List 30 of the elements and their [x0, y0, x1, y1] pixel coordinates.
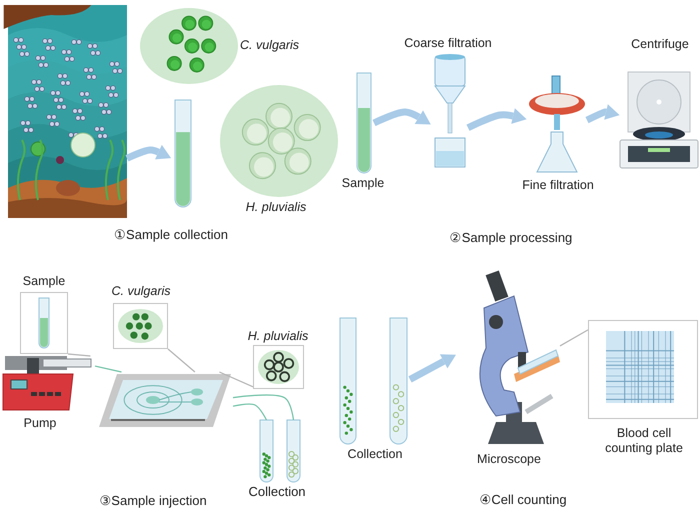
process-arrow	[372, 108, 431, 126]
process-arrow	[585, 104, 620, 124]
caption-label: Microscope	[476, 452, 542, 467]
tubing-line	[232, 394, 294, 420]
leader-line	[68, 353, 90, 357]
caption-label: C. vulgaris	[110, 284, 172, 299]
caption-label: Centrifuge	[630, 37, 690, 52]
caption-label: Pump	[22, 416, 58, 431]
process-arrow	[126, 144, 172, 162]
caption-label: Fine filtration	[521, 178, 595, 193]
caption-label: Sample	[22, 274, 66, 289]
leader-line	[168, 348, 196, 372]
caption-label: Coarse filtration	[403, 36, 493, 51]
caption-label: C. vulgaris	[240, 38, 300, 53]
caption-label: H. pluvialis	[244, 200, 308, 215]
section-label: ③Sample injection	[98, 493, 208, 509]
tubing-line	[94, 366, 122, 373]
section-label: Collection	[247, 484, 307, 500]
caption-label: Blood cell counting plate	[604, 426, 684, 456]
caption-label: Sample	[340, 176, 386, 191]
leader-line	[560, 329, 588, 346]
caption-label: H. pluvialis	[246, 329, 310, 344]
leader-line	[219, 371, 254, 388]
section-label: ②Sample processing	[448, 230, 574, 246]
process-arrow	[466, 108, 527, 131]
process-arrow	[408, 354, 456, 383]
section-label: ④Cell counting	[478, 492, 568, 508]
tubing-line	[232, 404, 268, 420]
section-label: ①Sample collection	[113, 227, 229, 243]
caption-label: Collection	[346, 447, 404, 462]
